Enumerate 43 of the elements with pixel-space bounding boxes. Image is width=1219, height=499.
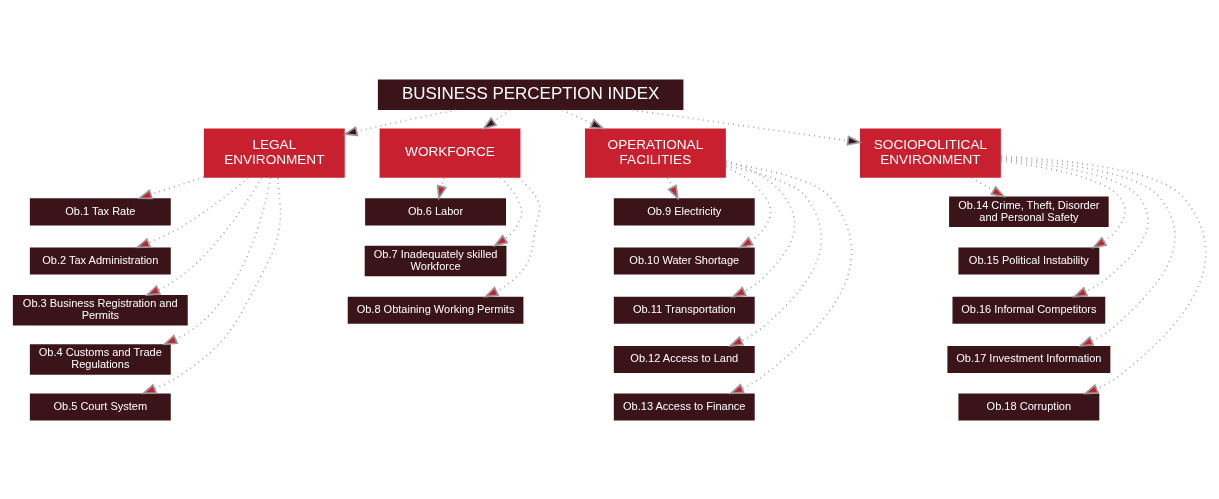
node-box: Ob.2 Tax Administration: [29, 246, 171, 275]
arrow: [135, 176, 249, 248]
node-box: Ob.7 Inadequately skilled Workforce: [364, 245, 507, 276]
arrow: [1000, 159, 1126, 249]
node-box: Ob.18 Corruption: [958, 392, 1100, 421]
node-box: Ob.15 Political Instability: [958, 246, 1100, 275]
arrow: [342, 108, 458, 136]
arrow: [631, 108, 863, 146]
node-box: Ob.1 Tax Rate: [29, 197, 171, 225]
node-box: OPERATIONAL FACILITIES: [584, 128, 726, 178]
node-box: BUSINESS PERCEPTION INDEX: [377, 78, 684, 110]
arrow: [1000, 156, 1176, 347]
arrow: [481, 108, 511, 130]
node-box: Ob.10 Water Shortage: [613, 246, 755, 275]
node-box: Ob.4 Customs and Trade Regulations: [29, 343, 171, 375]
node-box: Ob.16 Informal Competitors: [952, 296, 1106, 324]
arrow: [970, 176, 1007, 198]
arrow: [725, 164, 823, 347]
node-box: Ob.12 Access to Land: [613, 345, 755, 373]
arrow: [725, 161, 853, 394]
node-box: Ob.5 Court System: [29, 392, 171, 421]
node-box: Ob.8 Obtaining Working Permits: [347, 296, 524, 324]
node-box: Ob.6 Labor: [365, 197, 506, 225]
arrow: [144, 176, 263, 296]
arrow: [1000, 157, 1149, 298]
node-box: Ob.13 Access to Finance: [613, 392, 755, 421]
arrow: [561, 108, 606, 130]
node-box: Ob.11 Transportation: [613, 296, 755, 324]
node-box: SOCIOPOLITICAL ENVIRONMENT: [859, 128, 1001, 178]
node-box: LEGAL ENVIRONMENT: [203, 128, 345, 178]
node-box: Ob.9 Electricity: [613, 197, 755, 225]
arrow: [162, 176, 272, 345]
arrow: [725, 166, 772, 249]
node-box: WORKFORCE: [379, 128, 521, 178]
arrow: [1000, 154, 1207, 394]
node-box: Ob.14 Crime, Theft, Disorder and Personal Safety: [949, 196, 1109, 227]
node-box: Ob.17 Investment Information: [947, 345, 1111, 373]
arrow: [725, 159, 796, 298]
arrow: [483, 176, 541, 298]
arrow: [492, 176, 523, 247]
arrow: [141, 176, 282, 394]
node-box: Ob.3 Business Registration and Permits: [12, 294, 188, 326]
arrow: [137, 175, 205, 199]
